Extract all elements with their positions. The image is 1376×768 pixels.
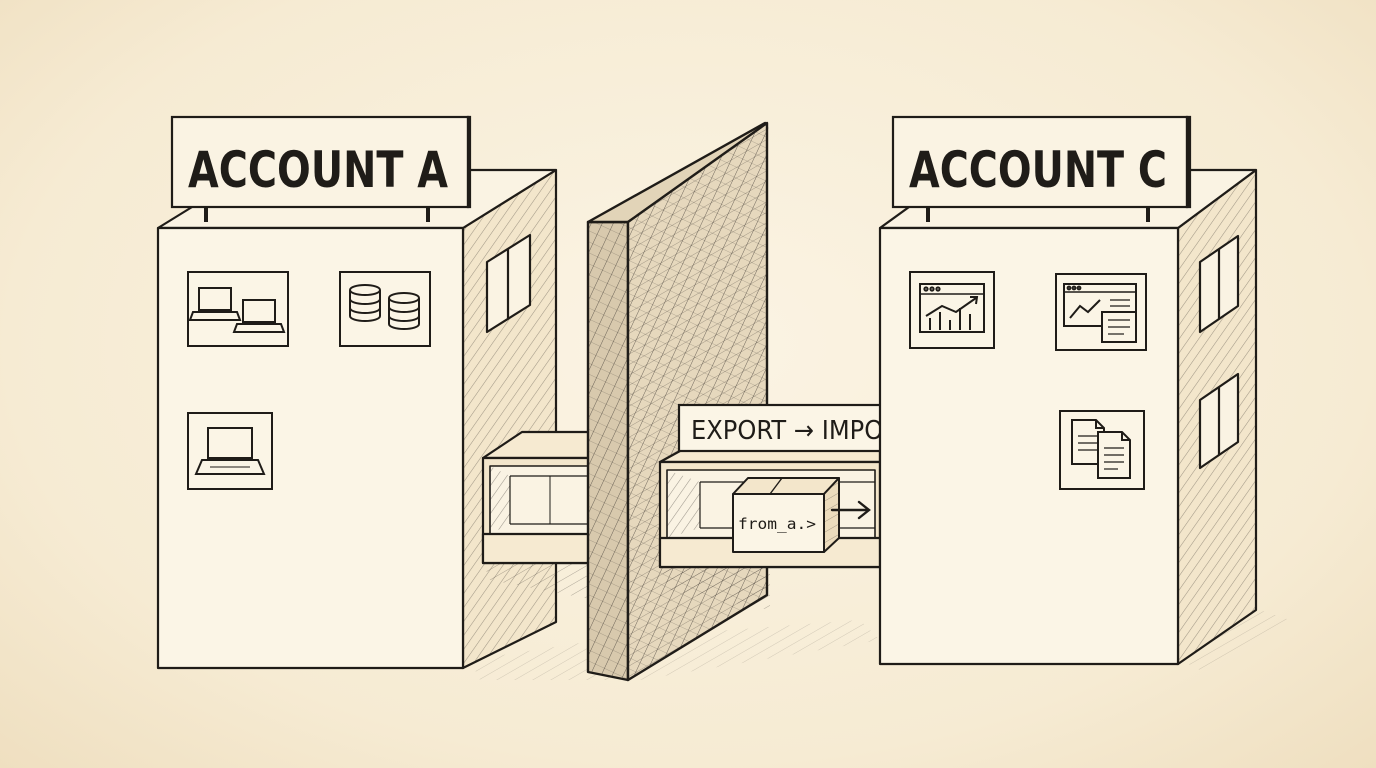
- export-import-label: EXPORT → IMPORT: [691, 416, 913, 446]
- arrow-right-icon: [830, 500, 871, 520]
- dashboard-icon: [1055, 273, 1147, 351]
- package-box: [732, 477, 840, 553]
- database-icon: [339, 271, 431, 347]
- documents-icon: [1059, 410, 1145, 490]
- package-label: from_a.>: [738, 515, 816, 533]
- account-c-sign: [891, 115, 1192, 222]
- laptop-icon: [187, 412, 273, 490]
- account-a-label: ACCOUNT A: [188, 141, 448, 199]
- left-tunnel: [481, 430, 597, 600]
- account-c-label: ACCOUNT C: [909, 141, 1167, 199]
- account-a-sign: [170, 115, 472, 222]
- chart-window-icon: [909, 271, 995, 349]
- laptops-icon: [187, 271, 289, 347]
